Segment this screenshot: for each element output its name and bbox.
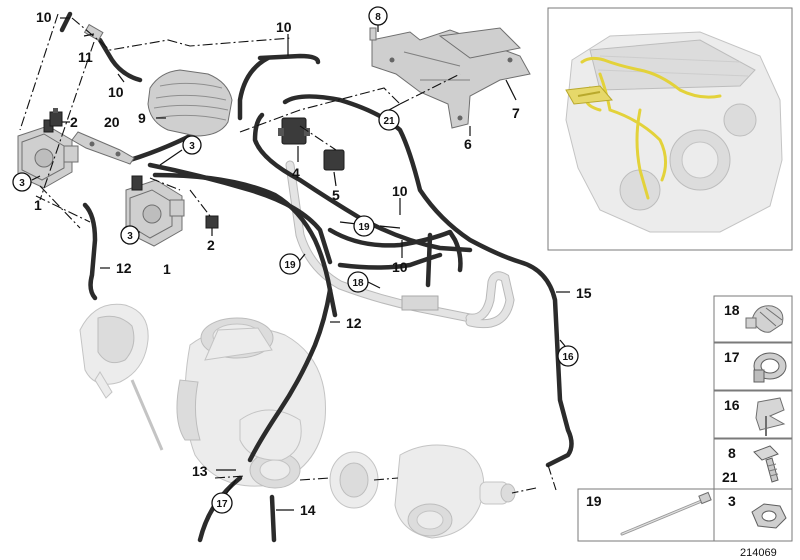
cable-tie-icon xyxy=(620,491,712,536)
callout-6: 6 xyxy=(464,136,472,152)
svg-text:8: 8 xyxy=(375,12,381,23)
legend-label-16: 16 xyxy=(724,397,740,413)
engine-inset xyxy=(547,7,793,251)
callout-9: 9 xyxy=(138,110,146,126)
callout-10: 10 xyxy=(276,19,292,35)
callout-13: 13 xyxy=(192,463,208,479)
svg-text:21: 21 xyxy=(383,116,395,127)
connector-11 xyxy=(83,23,104,42)
svg-text:19: 19 xyxy=(284,260,296,271)
callout-11: 11 xyxy=(78,49,93,65)
charge-pipe-ghost xyxy=(285,160,515,329)
callout-7: 7 xyxy=(512,105,520,121)
callout-labels: 10 11 10 9 10 20 2 1 4 5 6 7 10 10 2 1 1… xyxy=(34,9,592,518)
legend-box-8-21 xyxy=(713,438,793,490)
legend-label-18: 18 xyxy=(724,302,740,318)
callout-1: 1 xyxy=(34,197,42,213)
circled-callout-21: 21 xyxy=(378,109,400,131)
callout-12: 12 xyxy=(346,315,362,331)
circled-callout-18: 18 xyxy=(347,271,369,293)
vacuum-reservoir-9 xyxy=(147,69,233,137)
legend-label-19: 19 xyxy=(586,493,602,509)
turbo-actuator-ghost xyxy=(79,303,164,451)
callout-10: 10 xyxy=(36,9,52,25)
bracket-20 xyxy=(71,131,135,165)
circled-callout-8: 8 xyxy=(368,6,388,26)
svg-text:3: 3 xyxy=(127,231,133,242)
legend-label-21: 21 xyxy=(722,469,738,485)
callout-4: 4 xyxy=(292,165,300,181)
figure-id: 214069 xyxy=(740,547,777,559)
turbocharger-large-ghost xyxy=(176,317,326,489)
legend-label-3: 3 xyxy=(728,493,736,509)
svg-text:18: 18 xyxy=(352,278,364,289)
svg-text:19: 19 xyxy=(358,222,370,233)
pressure-converter-1-lower xyxy=(125,175,185,247)
screw-8 xyxy=(369,27,377,41)
callout-14: 14 xyxy=(300,502,316,518)
svg-text:17: 17 xyxy=(216,499,228,510)
solenoid-2-upper xyxy=(49,108,63,127)
valve-4 xyxy=(278,117,310,145)
circled-callout-17: 17 xyxy=(211,492,233,514)
turbocharger-small-ghost xyxy=(329,444,516,539)
callout-10: 10 xyxy=(392,183,408,199)
svg-text:3: 3 xyxy=(189,141,195,152)
circled-callout-3: 3 xyxy=(120,225,140,245)
screw-icon xyxy=(753,445,779,483)
circled-callout-3: 3 xyxy=(182,135,202,155)
circled-callouts: 8 21 3 3 3 19 19 18 xyxy=(12,6,579,514)
callout-10: 10 xyxy=(392,259,408,275)
callout-2: 2 xyxy=(207,237,215,253)
legend-box-19 xyxy=(577,488,715,542)
assembly-lines xyxy=(19,13,557,494)
circled-callout-19: 19 xyxy=(279,253,301,275)
solenoid-2-lower xyxy=(205,215,219,229)
clip-18-icon xyxy=(745,305,784,333)
svg-text:3: 3 xyxy=(19,178,25,189)
callout-1: 1 xyxy=(163,261,171,277)
legend-label-17: 17 xyxy=(724,349,740,365)
nut-icon xyxy=(751,503,787,529)
callout-15: 15 xyxy=(576,285,592,301)
callout-10: 10 xyxy=(108,84,124,100)
clamp-17-icon xyxy=(753,352,787,383)
circled-callout-3: 3 xyxy=(12,172,32,192)
circled-callout-16: 16 xyxy=(557,345,579,367)
clip-16-icon xyxy=(755,397,786,436)
valve-5 xyxy=(323,149,345,171)
svg-text:16: 16 xyxy=(562,352,574,363)
callout-2: 2 xyxy=(70,114,78,130)
callout-5: 5 xyxy=(332,187,340,203)
callout-12: 12 xyxy=(116,260,132,276)
circled-callout-19: 19 xyxy=(353,215,375,237)
legend-label-8: 8 xyxy=(728,445,736,461)
legend-panel: 18 17 16 8 21 19 3 xyxy=(577,295,793,542)
callout-20: 20 xyxy=(104,114,120,130)
